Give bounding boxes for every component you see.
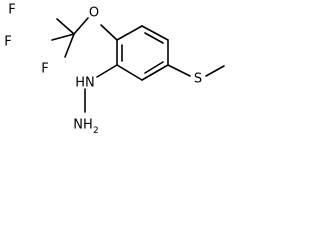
bond-ring-to-o	[100, 24, 118, 41]
bond-c-to-f-left	[51, 33, 75, 41]
bond-s-to-methyl	[205, 65, 225, 77]
bond-c-to-f-top	[56, 18, 75, 35]
ring-bond-2	[141, 25, 169, 41]
ring-double-bond-right	[144, 61, 164, 74]
atom-label-nh2-main: NH	[73, 118, 93, 133]
bond-c-to-f-bottom	[64, 33, 75, 58]
atom-label-sulfur: S	[194, 72, 202, 87]
bond-o-to-cf3	[73, 17, 89, 35]
bond-ring-to-hn	[96, 64, 118, 78]
atom-label-nh2-subscript: 2	[93, 126, 99, 136]
atom-label-f-bottom: F	[41, 62, 48, 77]
chemical-structure-diagram: F F F O S HN NH 2	[4, 3, 225, 137]
ring-bond-1	[116, 25, 143, 41]
benzene-ring	[116, 25, 169, 81]
ring-bond-5	[116, 64, 143, 81]
ring-bond-4	[141, 64, 169, 81]
atom-label-oxygen: O	[89, 6, 99, 21]
atom-label-hn: HN	[75, 76, 95, 91]
atom-label-nh2: NH 2	[73, 118, 98, 137]
atom-label-f-left: F	[4, 35, 11, 50]
bond-ring-to-s	[167, 64, 191, 77]
atom-label-f-top: F	[8, 3, 15, 18]
ring-double-bond-top	[144, 32, 164, 44]
